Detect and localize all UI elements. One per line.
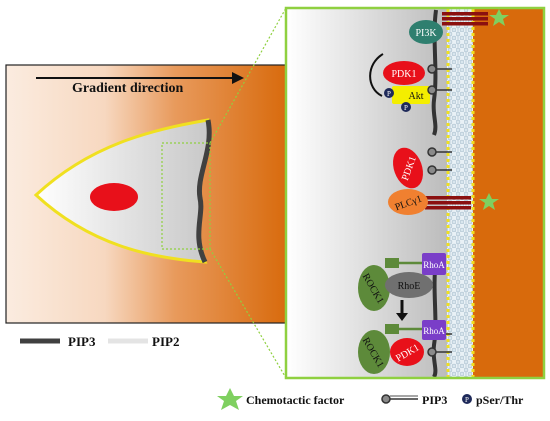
pser-legend-icon <box>462 394 472 404</box>
plasma-membrane <box>447 9 473 377</box>
pip3-bottom-legend-label: PIP3 <box>422 393 447 407</box>
pi3k-label: PI3K <box>415 28 437 39</box>
pip3-lipid-2 <box>427 85 452 95</box>
phospho-akt-1-mark: P <box>387 90 391 98</box>
plcy1-protein <box>388 189 428 215</box>
rhoa-top-protein <box>422 253 446 275</box>
pip3-legend-label: PIP3 <box>68 334 96 349</box>
pdk1-top-protein <box>383 61 425 85</box>
rhoa-bottom-label: RhoA <box>423 326 445 336</box>
rhoe-protein <box>385 272 433 298</box>
chemotactic-star-top <box>489 9 509 26</box>
zoom-region <box>161 142 211 250</box>
pser-legend-mark: P <box>465 396 469 404</box>
pdk1-mid-protein <box>393 147 423 189</box>
pip3-lipid-1 <box>427 64 452 74</box>
rock1-bottom-linker <box>385 324 422 334</box>
phospho-akt-2 <box>401 102 411 112</box>
pip3-lipid-6 <box>427 347 452 357</box>
akt-label: Akt <box>409 91 424 102</box>
inhibition-arrowhead <box>396 313 408 321</box>
pip3-leaflet-lower <box>431 259 438 378</box>
pdk1-top-label: PDK1 <box>391 69 416 80</box>
pip3-legend-icon <box>381 394 418 404</box>
pdk1-bottom-protein <box>390 338 424 366</box>
zoom-guide-top <box>209 7 287 144</box>
rhoe-label: RhoE <box>398 281 421 292</box>
chemotactic-factor-legend-label: Chemotactic factor <box>246 393 345 407</box>
cell-nucleus <box>90 183 138 211</box>
zoom-guide-bottom <box>209 248 287 379</box>
pip3-edge <box>196 119 212 264</box>
zoom-panel <box>284 6 546 380</box>
gradient-arrowhead <box>232 72 244 84</box>
receptor-middle <box>425 196 471 210</box>
curved-arrow-top <box>369 53 384 97</box>
pip3-lipid-3 <box>427 147 452 157</box>
pip3-lipid-4 <box>427 165 452 175</box>
phospho-akt-2-mark: P <box>404 104 408 112</box>
rock1-top-linker <box>385 258 422 268</box>
rhoa-bottom-protein <box>422 320 446 340</box>
pi3k-protein <box>409 20 443 44</box>
receptor-top <box>442 12 488 26</box>
rhoa-top-label: RhoA <box>423 260 445 270</box>
pser-legend-label: pSer/Thr <box>476 393 524 407</box>
rock1-top-protein <box>358 265 390 311</box>
akt-protein <box>392 86 430 104</box>
chemotactic-star-middle <box>479 193 499 210</box>
chemotactic-factor-legend-star <box>217 388 243 410</box>
phospho-akt-1 <box>384 88 394 98</box>
pip2-legend-label: PIP2 <box>152 334 179 349</box>
gradient-direction-label: Gradient direction <box>72 81 184 96</box>
rock1-bottom-protein <box>358 330 390 374</box>
